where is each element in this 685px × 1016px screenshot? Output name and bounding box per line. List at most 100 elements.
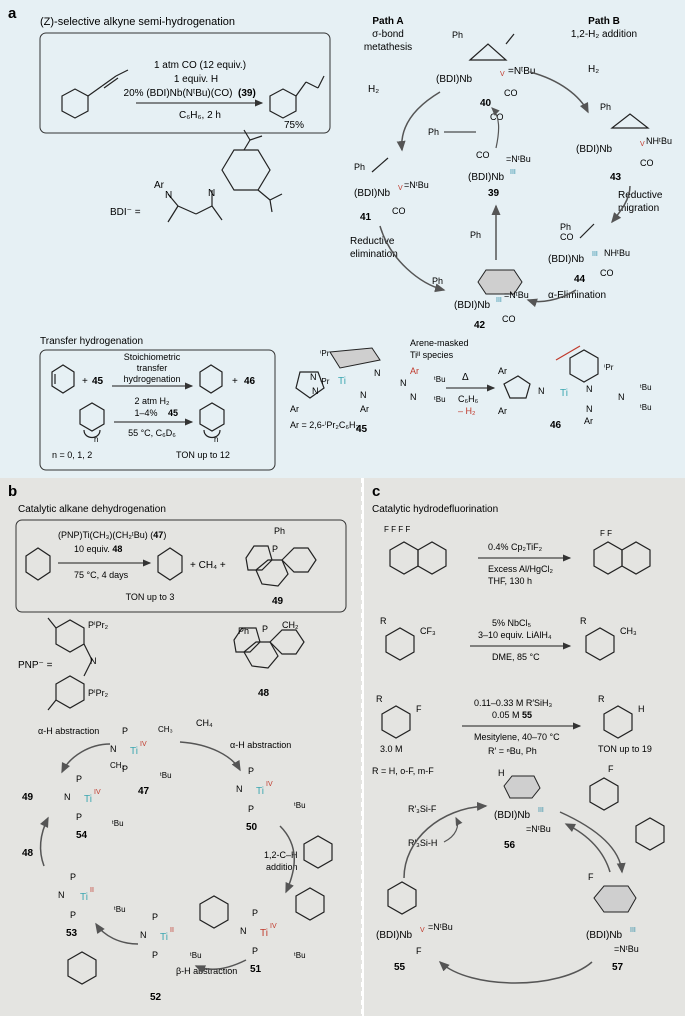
pnp-structure: [47, 617, 93, 711]
svg-text:V: V: [398, 185, 403, 192]
compound-55: (BDI)Nb V =NᵗBu F 55: [376, 881, 453, 973]
th-cond3: 55 °C, C₆D₆: [128, 428, 176, 438]
svg-text:P: P: [122, 726, 128, 736]
co-arrow: [491, 107, 500, 149]
svg-text:ⁱPr: ⁱPr: [320, 377, 330, 386]
cyclohexane-structure: [199, 364, 223, 394]
c-f-56: F: [608, 764, 614, 774]
compound-53: P N Ti II P ᵗBu 53: [58, 872, 126, 939]
panel-c-letter: c: [372, 483, 380, 500]
b-ph-49: Ph: [274, 526, 285, 536]
b-arrow-53-54: [39, 816, 49, 867]
svg-text:N: N: [538, 386, 545, 396]
svg-text:II: II: [170, 927, 174, 934]
svg-text:ᵗBu: ᵗBu: [640, 383, 652, 392]
c-r3sih: R′₃Si-H: [408, 838, 437, 848]
c-p3-r: R: [598, 694, 605, 704]
c-r3-f: F: [416, 704, 422, 714]
arene-masked-2: Tiᴵᴵ species: [410, 350, 454, 360]
svg-text:=NᵗBu: =NᵗBu: [404, 180, 429, 190]
svg-text:V: V: [640, 141, 645, 148]
panel-a-letter: a: [8, 5, 17, 22]
ch-add-1: 1,2-C–H: [264, 850, 298, 860]
bdi-n2: N: [208, 188, 215, 199]
svg-text:=NᵗBu: =NᵗBu: [428, 922, 453, 932]
alpha-h-left: α-H abstraction: [38, 726, 99, 736]
svg-text:(BDI)Nb: (BDI)Nb: [436, 74, 473, 85]
svg-text:P: P: [248, 804, 254, 814]
path-a-line1: σ-bond: [372, 29, 404, 40]
compound-56: H (BDI)Nb III =NᵗBu 56: [494, 768, 551, 851]
stoich-2: transfer: [137, 363, 168, 373]
svg-text:CO: CO: [476, 150, 490, 160]
panel-b-letter: b: [8, 483, 17, 500]
compound-51: P N Ti IV P ᵗBu 51: [240, 887, 325, 975]
panel-c-background: [364, 478, 685, 1016]
compound-46: Ar Ar N Ti ⁱPr N N Ar N ᵗBu ᵗBu 46: [498, 345, 652, 431]
ar-definition: Ar = 2,6-ⁱPr₂C₆H₃: [290, 420, 359, 430]
cyclohexene-structure: [51, 364, 75, 394]
svg-text:Ti: Ti: [84, 794, 92, 805]
reductive-elimination-2: elimination: [350, 249, 398, 260]
ch-add-2: addition: [266, 862, 298, 872]
svg-text:=NᵗBu: =NᵗBu: [506, 154, 531, 164]
transfer-box: [39, 349, 276, 471]
svg-text:H: H: [498, 768, 505, 778]
h2-loss: – H₂: [458, 406, 476, 416]
svg-text:CO: CO: [600, 268, 614, 278]
fluorobenzene-in-56: [589, 777, 619, 811]
svg-text:N: N: [236, 784, 243, 794]
svg-text:N: N: [312, 386, 319, 396]
reductive-elimination-1: Reductive: [350, 236, 395, 247]
path-b-line1: 1,2-H₂ addition: [571, 29, 637, 40]
c-r3-cond1: 0.11–0.33 M R′SiH₃: [474, 698, 553, 708]
pnp-label: PNP⁻ =: [18, 660, 53, 671]
plus-45: +: [82, 376, 88, 387]
svg-text:Ar: Ar: [290, 404, 299, 414]
bdi-ligand-structure: [167, 129, 283, 223]
svg-text:57: 57: [612, 962, 624, 973]
svg-text:CH₃: CH₃: [158, 725, 173, 734]
svg-text:III: III: [510, 169, 516, 176]
b-ch2: CH₂: [282, 620, 299, 630]
compound-43: Ph (BDI)Nb V NHᵗBu CO 43: [576, 102, 672, 183]
c-r3-r: R: [376, 694, 383, 704]
c-p2-ch3: CH₃: [620, 626, 637, 636]
svg-text:NHᵗBu: NHᵗBu: [646, 136, 672, 146]
cycle-arrow-40-to-43: [529, 71, 589, 114]
ref-46-a: 46: [244, 376, 256, 387]
svg-text:CO: CO: [504, 88, 518, 98]
c-arrow-56-57: [559, 811, 626, 874]
transfer-title: Transfer hydrogenation: [40, 336, 143, 347]
c-f-label-r1: F F F F: [384, 525, 410, 534]
panel-b-background: [0, 478, 362, 1016]
arene-masked-1: Arene-masked: [410, 338, 469, 348]
svg-text:Ar: Ar: [498, 366, 507, 376]
svg-text:V: V: [420, 927, 425, 934]
cycle-arrow-41-to-42: [379, 225, 446, 293]
c-r3-cond4: R′ = ⁿBu, Ph: [488, 746, 537, 756]
th-n: n = 0, 1, 2: [52, 450, 92, 460]
svg-text:CO: CO: [502, 314, 516, 324]
pnp-n: N: [90, 656, 97, 666]
ref-49: 49: [272, 596, 284, 607]
ref-48-cycle: 48: [22, 848, 34, 859]
b-arrow-52-53: [95, 922, 139, 945]
svg-text:41: 41: [360, 212, 372, 223]
svg-text:ᵗBu: ᵗBu: [112, 819, 124, 828]
svg-text:N: N: [400, 378, 407, 388]
svg-text:Ph: Ph: [600, 102, 611, 112]
cycloalkene-n-structure: [79, 402, 105, 439]
svg-text:Ph: Ph: [452, 30, 463, 40]
svg-text:IV: IV: [270, 923, 277, 930]
beta-h: β-H abstraction: [176, 966, 237, 976]
svg-text:42: 42: [474, 320, 486, 331]
c-p3-h: H: [638, 704, 645, 714]
compound-45: Ar N N ⁱPr ⁱPr Ti N N Ar N Ar N ᵗBu ᵗBu …: [290, 347, 446, 435]
svg-text:P: P: [76, 774, 82, 784]
delta: Δ: [462, 372, 469, 383]
rxn-condition-1: 1 atm CO (12 equiv.): [154, 60, 246, 71]
svg-text:Ar: Ar: [498, 406, 507, 416]
arene-product-structure: [603, 705, 633, 739]
svg-text:III: III: [538, 807, 544, 814]
